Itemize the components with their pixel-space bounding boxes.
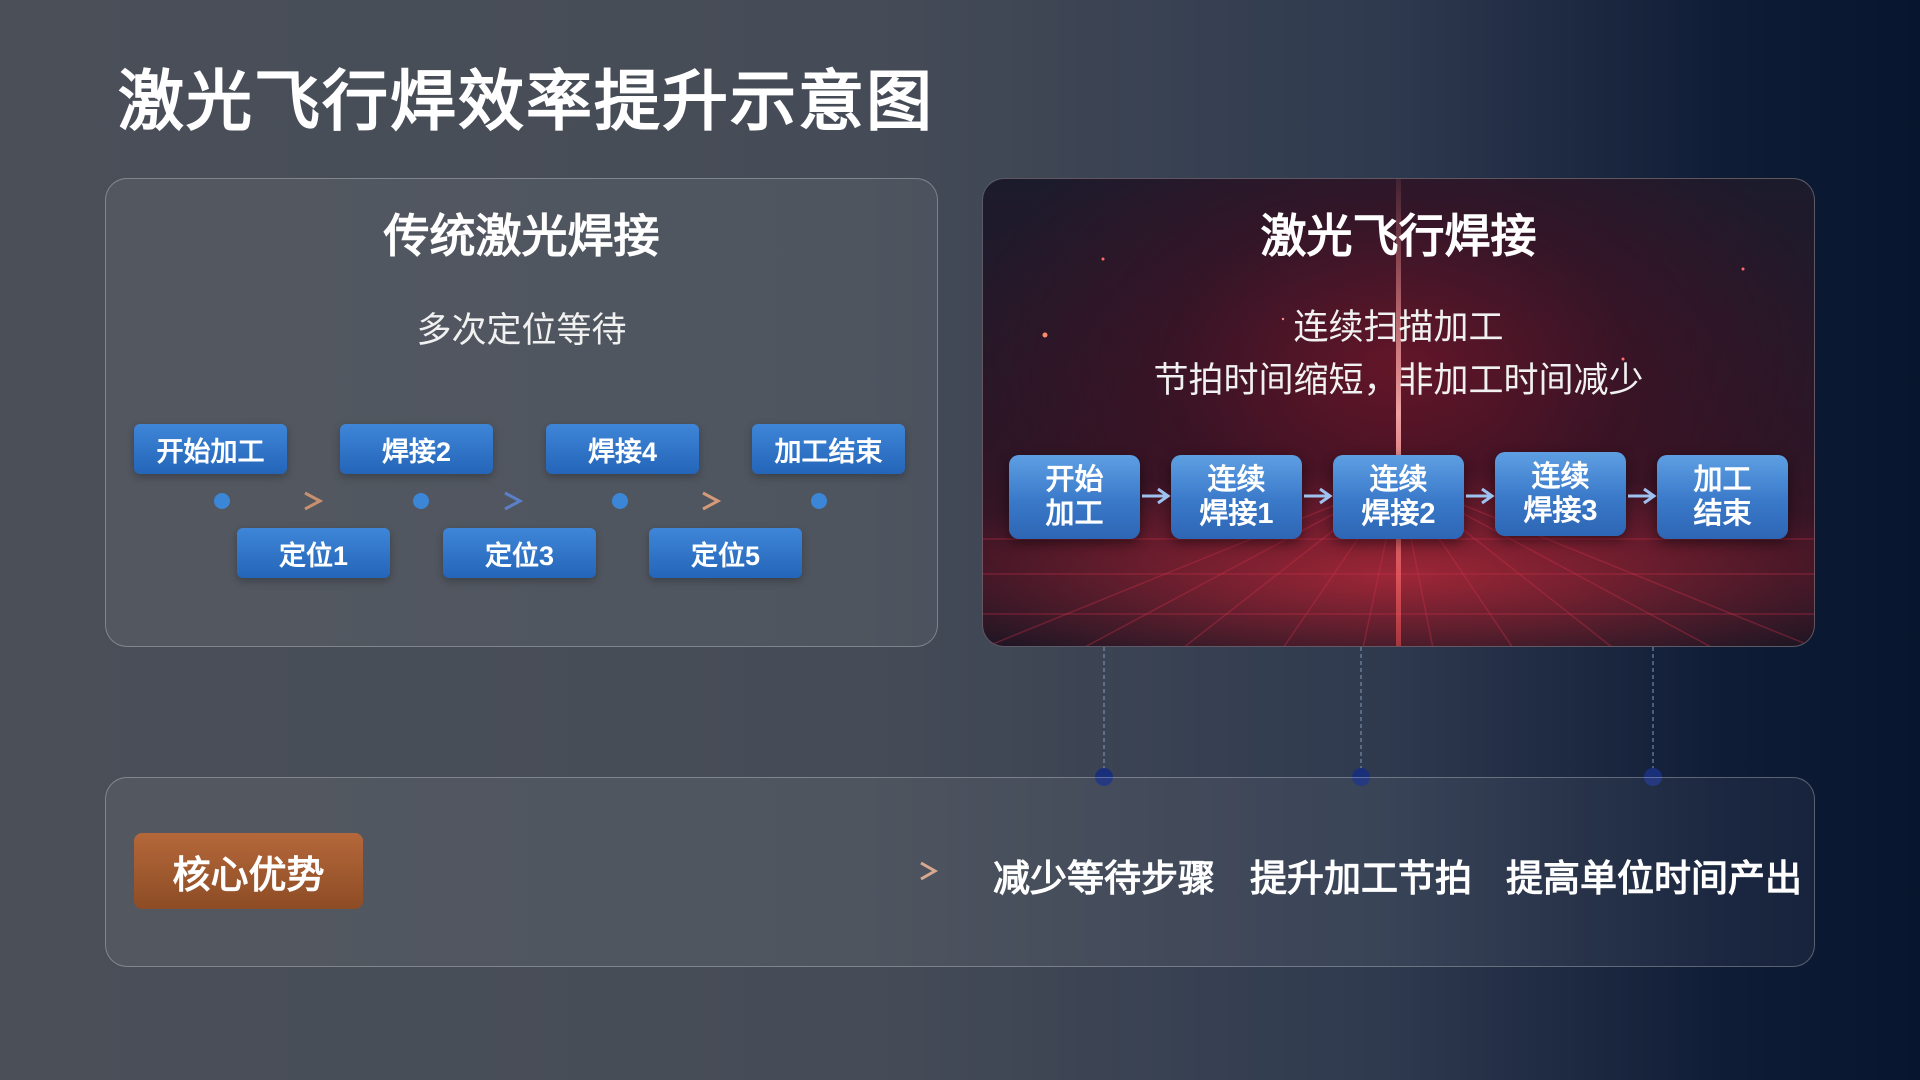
flying-subtitle-line2: 节拍时间缩短，非加工时间减少 bbox=[1153, 361, 1644, 400]
flying-step-end: 加工 结束 bbox=[1657, 455, 1788, 539]
trad-step-start: 开始加工 bbox=[134, 424, 287, 474]
flying-heading: 激光飞行焊接 bbox=[1260, 210, 1537, 262]
flying-step-weld3: 连续 焊接3 bbox=[1495, 452, 1626, 536]
connector-lines bbox=[1095, 647, 1662, 786]
step-label-line2: 焊接1 bbox=[1199, 498, 1274, 530]
advantage-increase-output: 提高单位时间产出 bbox=[1506, 858, 1802, 899]
arrow-right-icon bbox=[920, 861, 939, 881]
panel-top-highlight bbox=[600, 777, 1800, 779]
step-label-line1: 连续 bbox=[1207, 464, 1266, 496]
core-advantage-badge: 核心优势 bbox=[134, 833, 363, 909]
flying-step-start: 开始 加工 bbox=[1009, 455, 1140, 539]
trad-step-weld4: 焊接4 bbox=[546, 424, 699, 474]
step-label-line2: 焊接2 bbox=[1361, 498, 1436, 530]
advantage-arrow bbox=[363, 861, 939, 881]
step-label-line2: 加工 bbox=[1045, 498, 1104, 530]
trad-step-position1: 定位1 bbox=[237, 528, 390, 578]
traditional-timeline bbox=[115, 491, 925, 511]
trad-step-position3: 定位3 bbox=[443, 528, 596, 578]
page-title: 激光飞行焊效率提升示意图 bbox=[118, 64, 934, 138]
arrow-right-icon bbox=[304, 491, 324, 511]
advantage-reduce-waiting: 减少等待步骤 bbox=[993, 858, 1215, 899]
flying-step-weld1: 连续 焊接1 bbox=[1171, 455, 1302, 539]
arrow-right-icon bbox=[702, 491, 722, 511]
step-label-line2: 结束 bbox=[1693, 498, 1752, 530]
step-label-line1: 连续 bbox=[1531, 461, 1590, 493]
trad-step-weld2: 焊接2 bbox=[340, 424, 493, 474]
traditional-subtitle: 多次定位等待 bbox=[416, 311, 627, 350]
trad-step-end: 加工结束 bbox=[752, 424, 905, 474]
advantage-raise-cycle: 提升加工节拍 bbox=[1250, 858, 1472, 899]
step-label-line1: 连续 bbox=[1369, 464, 1428, 496]
timeline-dot bbox=[811, 493, 827, 509]
traditional-heading: 传统激光焊接 bbox=[383, 210, 660, 262]
step-label-line2: 焊接3 bbox=[1523, 495, 1598, 527]
flying-subtitle-line1: 连续扫描加工 bbox=[1293, 308, 1504, 347]
step-label-line1: 开始 bbox=[1045, 464, 1104, 496]
timeline-dot bbox=[214, 493, 230, 509]
flying-step-arrows bbox=[1142, 487, 1657, 505]
timeline-dot bbox=[413, 493, 429, 509]
timeline-dot bbox=[612, 493, 628, 509]
flying-step-weld2: 连续 焊接2 bbox=[1333, 455, 1464, 539]
arrow-right-icon bbox=[504, 491, 524, 511]
step-label-line1: 加工 bbox=[1693, 464, 1752, 496]
trad-step-position5: 定位5 bbox=[649, 528, 802, 578]
